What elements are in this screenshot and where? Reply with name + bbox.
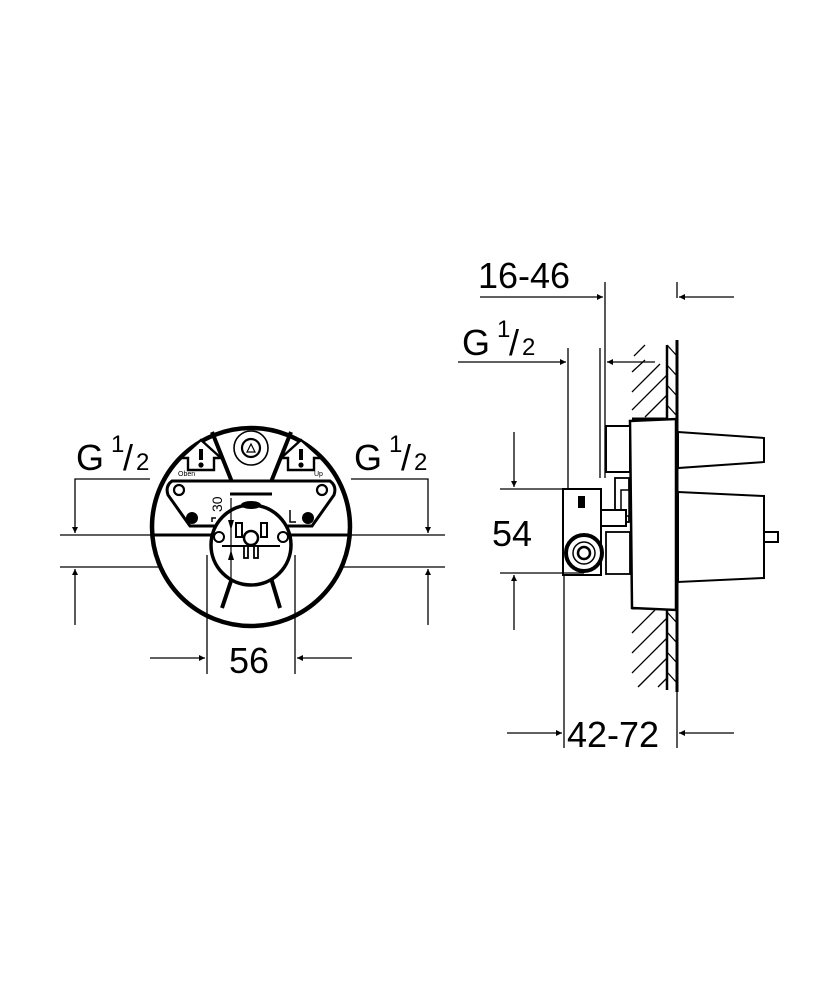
- recycle-icon: [233, 430, 269, 466]
- label-up: Up: [314, 471, 323, 478]
- left-thread-num: 1: [111, 431, 124, 458]
- width-dimension-56: 56: [150, 555, 352, 681]
- width-value: 56: [229, 640, 269, 681]
- right-thread-slash: /: [401, 437, 411, 478]
- central-hub: 30: [209, 492, 296, 587]
- left-thread-dimension: G 1 / 2: [72, 431, 150, 625]
- left-thread-letter: G: [76, 437, 104, 478]
- side-thread-den: 2: [522, 334, 535, 361]
- side-thread-letter: G: [462, 322, 490, 363]
- side-view: 16-46 G 1 / 2: [458, 255, 779, 755]
- right-thread-letter: G: [354, 437, 382, 478]
- depth-dimension-42-72: 42-72: [507, 575, 734, 755]
- side-thread-slash: /: [509, 322, 519, 363]
- left-thread-slash: /: [123, 437, 133, 478]
- depth-value: 42-72: [567, 714, 659, 755]
- warning-arrow-right-icon: Up: [277, 438, 325, 478]
- top-dimension-value: 16-46: [478, 255, 570, 296]
- side-thread-num: 1: [497, 316, 510, 343]
- right-thread-den: 2: [414, 449, 427, 476]
- label-oben: Oben: [178, 471, 195, 478]
- valve-body: [562, 417, 779, 612]
- side-thread-dimension: G 1 / 2: [458, 316, 655, 575]
- left-thread-den: 2: [136, 449, 149, 476]
- height-value: 54: [492, 513, 532, 554]
- inner-dimension-30: 30: [209, 496, 225, 512]
- right-thread-num: 1: [389, 431, 402, 458]
- warning-arrow-left-icon: Oben: [177, 438, 225, 478]
- right-thread-dimension: G 1 / 2: [351, 431, 431, 625]
- front-view: G 1 / 2 G 1 / 2: [60, 425, 445, 681]
- height-dimension-54: 54: [492, 432, 584, 630]
